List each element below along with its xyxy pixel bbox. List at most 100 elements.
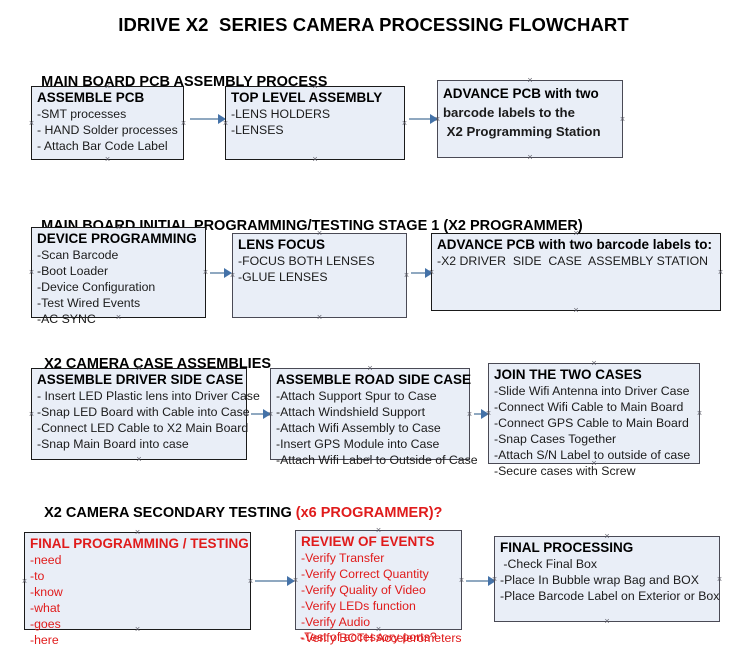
page-title: IDRIVE X2 SERIES CAMERA PROCESSING FLOWC… [118, 14, 629, 35]
node-line: -X2 DRIVER SIDE CASE ASSEMBLY STATION [437, 253, 709, 268]
node-line: -what [30, 600, 61, 615]
connector-arrowhead [430, 114, 438, 124]
node-line: -LENS HOLDERS [231, 106, 331, 121]
node-assemble-road-side-case[interactable]: ASSEMBLE ROAD SIDE CASE -Attach Support … [268, 364, 478, 467]
node-line: -Device Configuration [37, 279, 156, 294]
node-top-level-assembly[interactable]: TOP LEVEL ASSEMBLY -LENS HOLDERS -LENSES… [223, 82, 407, 164]
node-title: ASSEMBLE ROAD SIDE CASE [276, 372, 472, 387]
node-line: -Attach Support Spur to Case [276, 388, 437, 403]
connector-line [474, 413, 486, 415]
connector-arrowhead [218, 114, 226, 124]
connector-arrowhead [481, 409, 489, 419]
connector-arrowhead [263, 409, 271, 419]
node-line: -Attach Wifi Assembly to Case [276, 420, 441, 435]
node-line: X2 Programming Station [443, 124, 601, 140]
node-line: -Verify Correct Quantity [301, 566, 429, 581]
connector-line [466, 580, 490, 582]
node-line: -here [30, 632, 59, 647]
node-title: FINAL PROCESSING [500, 540, 634, 555]
node-line: - HAND Solder processes [37, 122, 178, 137]
node-title: ASSEMBLE PCB [37, 90, 145, 105]
connection-handle-left[interactable]: × [28, 267, 35, 277]
node-assemble-pcb[interactable]: ASSEMBLE PCB -SMT processes - HAND Solde… [29, 82, 186, 164]
node-line: -Place Barcode Label on Exterior or Box [500, 588, 720, 603]
connection-handle-left[interactable]: × [28, 408, 35, 419]
node-line: -Attach Windshield Support [276, 404, 426, 419]
node-line: -Scan Barcode [37, 247, 119, 262]
review-of-events-overflow-line: -Test of accessory ports? [300, 630, 437, 644]
node-line: -Verify Audio [301, 614, 371, 629]
connector-line [411, 272, 428, 274]
node-advance-pcb-to-driver-side-station[interactable]: ADVANCE PCB with two barcode labels to: … [429, 229, 723, 315]
node-line: -FOCUS BOTH LENSES [238, 253, 375, 268]
connection-handle-bottom[interactable]: × [104, 154, 111, 164]
node-title: ADVANCE PCB with two [443, 86, 599, 101]
node-line: -Connect Wifi Cable to Main Board [494, 399, 684, 414]
connector-line [210, 272, 227, 274]
connection-handle-bottom[interactable]: × [316, 312, 323, 322]
node-line: barcode labels to the [443, 104, 575, 120]
node-title: FINAL PROGRAMMING / TESTING [30, 536, 249, 551]
node-line: -LENSES [231, 122, 284, 137]
section-heading-accent: (x6 PROGRAMMER)? [295, 505, 443, 521]
connection-handle-top[interactable]: × [527, 75, 533, 85]
node-line: -Snap LED Board with Cable into Case [37, 404, 250, 419]
connector-arrowhead [488, 576, 496, 586]
node-line: -Boot Loader [37, 263, 109, 278]
node-line: -GLUE LENSES [238, 269, 328, 284]
connection-handle-bottom[interactable]: × [312, 154, 318, 164]
node-final-programming-testing[interactable]: FINAL PROGRAMMING / TESTING -need -to -k… [22, 528, 253, 647]
node-line: -Verify LEDs function [301, 598, 416, 613]
connection-handle-left[interactable]: × [28, 117, 35, 128]
node-line: -Slide Wifi Antenna into Driver Case [494, 383, 690, 398]
node-line: -Attach Wifi Label to Outside of Case [276, 452, 478, 467]
section-heading-text: X2 CAMERA SECONDARY TESTING [44, 505, 296, 521]
node-line: -Verify BOTH Accelerometers [301, 630, 462, 645]
connector-arrowhead [425, 268, 433, 278]
node-line: -Connect GPS Cable to Main Board [494, 415, 689, 430]
connection-handle-bottom[interactable]: × [527, 152, 533, 162]
node-title: TOP LEVEL ASSEMBLY [231, 90, 383, 105]
connector-arrowhead [224, 268, 232, 278]
node-line: -SMT processes [37, 106, 127, 121]
node-line: -goes [30, 616, 61, 631]
connector-line [190, 118, 220, 120]
node-advance-pcb-to-programming-station[interactable]: ADVANCE PCB with two barcode labels to t… [435, 76, 625, 162]
node-lens-focus[interactable]: LENS FOCUS -FOCUS BOTH LENSES -GLUE LENS… [230, 229, 409, 322]
connector-arrowhead [287, 576, 295, 586]
node-title: ASSEMBLE DRIVER SIDE CASE [37, 372, 244, 387]
connector-line [251, 413, 266, 415]
node-final-processing[interactable]: FINAL PROCESSING -Check Final Box -Place… [492, 532, 722, 626]
node-line: -Snap Main Board into case [37, 436, 189, 451]
node-line: -Check Final Box [500, 556, 598, 571]
section-heading-x2-camera-secondary-testing: X2 CAMERA SECONDARY TESTING (x6 PROGRAMM… [28, 489, 442, 537]
connection-handle-bottom[interactable]: × [573, 305, 579, 315]
node-assemble-driver-side-case[interactable]: ASSEMBLE DRIVER SIDE CASE - Insert LED P… [29, 364, 260, 464]
node-line: -Insert GPS Module into Case [276, 436, 440, 451]
node-line: -Verify Quality of Video [301, 582, 426, 597]
connection-handle-bottom[interactable]: × [604, 616, 610, 626]
node-line: -know [30, 584, 63, 599]
node-device-programming[interactable]: DEVICE PROGRAMMING -Scan Barcode -Boot L… [29, 223, 208, 326]
node-line: -to [30, 568, 45, 583]
node-line: -need [30, 552, 62, 567]
node-line: -Verify Transfer [301, 550, 385, 565]
node-title: LENS FOCUS [238, 237, 326, 252]
node-line: - Attach Bar Code Label [37, 138, 168, 153]
node-join-the-two-cases[interactable]: JOIN THE TWO CASES -Slide Wifi Antenna i… [486, 359, 702, 478]
connector-line [255, 580, 290, 582]
node-line: -Connect LED Cable to X2 Main Board [37, 420, 249, 435]
node-title: REVIEW OF EVENTS [301, 534, 435, 549]
connector-line [409, 118, 433, 120]
node-line: -Snap Cases Together [494, 431, 617, 446]
node-line: - Insert LED Plastic lens into Driver Ca… [37, 388, 260, 403]
node-review-of-events[interactable]: REVIEW OF EVENTS -Verify Transfer -Verif… [293, 526, 464, 645]
node-line: -Test Wired Events [37, 295, 141, 310]
node-title: ADVANCE PCB with two barcode labels to: [437, 237, 713, 252]
node-line: -Attach S/N Label to outside of case [494, 447, 691, 462]
connection-handle-left[interactable]: × [21, 575, 28, 586]
node-line: -AC SYNC [37, 311, 96, 326]
node-line: -Secure cases with Screw [494, 463, 636, 478]
connection-handle-bottom[interactable]: × [136, 454, 142, 464]
